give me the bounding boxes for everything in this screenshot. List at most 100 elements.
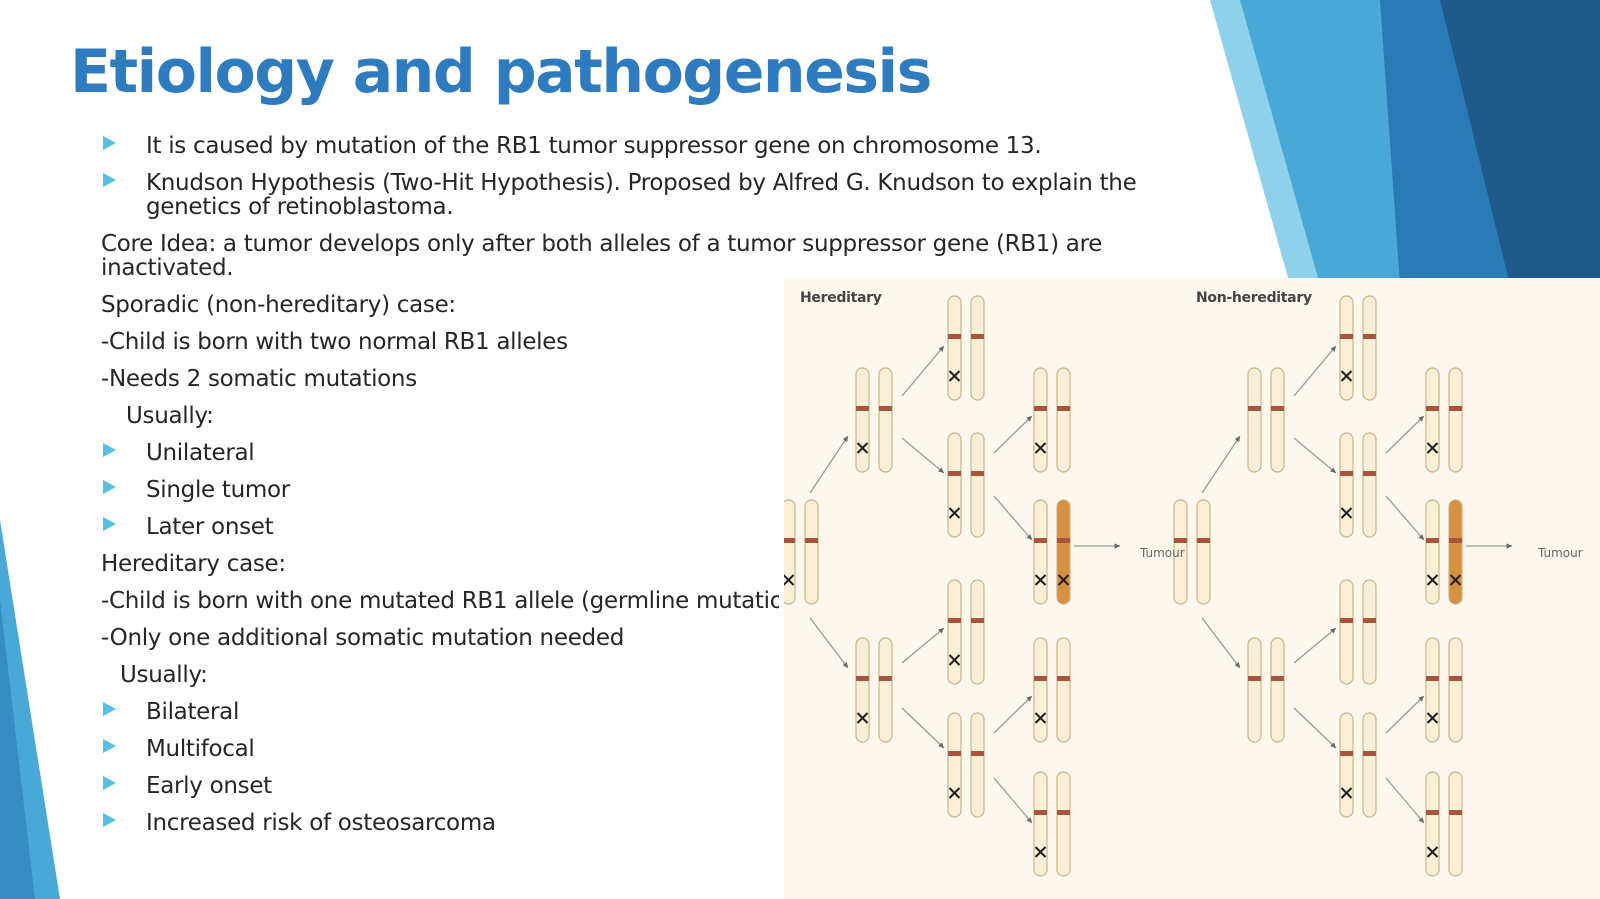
corner-decoration [1210, 0, 1600, 285]
arrow-line [1385, 695, 1425, 734]
sporadic-item: Single tumor [101, 478, 1211, 502]
arrow-line [993, 495, 1033, 541]
chromosome [1173, 499, 1188, 605]
arrow-head [1026, 817, 1032, 823]
chromosome-band [1034, 538, 1047, 543]
chromosome [784, 499, 796, 605]
hereditary-line-2: -Only one additional somatic mutation ne… [101, 625, 624, 651]
chromosome-band [879, 406, 892, 411]
chromosome [1362, 432, 1377, 538]
chromosome-band [1426, 406, 1439, 411]
arrow-head [1418, 817, 1424, 823]
bullet-arrow-icon [103, 739, 116, 753]
bullet-text: Knudson Hypothesis (Two-Hit Hypothesis).… [146, 170, 1137, 220]
chromosome [947, 579, 962, 685]
sporadic-line-1: -Child is born with two normal RB1 allel… [101, 329, 568, 355]
sporadic-item: Later onset [101, 515, 1211, 539]
hereditary-item: Increased risk of osteosarcoma [101, 811, 1211, 835]
chromosome [1362, 579, 1377, 685]
chromosome-band [1426, 810, 1439, 815]
mutation-mark [1034, 574, 1047, 586]
mutation-mark [948, 654, 961, 666]
chromosome-diagram [784, 295, 1512, 877]
bullet-arrow-icon [103, 702, 116, 716]
arrow-head [1418, 696, 1424, 702]
chromosome-band [1363, 618, 1376, 623]
mutation-mark [1449, 574, 1462, 586]
left-decoration [0, 520, 60, 899]
tumour-label-right: Tumour [1538, 546, 1583, 560]
mutation-mark [1426, 574, 1439, 586]
chromosome-band [784, 538, 795, 543]
chromosome [1448, 637, 1463, 743]
hereditary-line-1-text: -Child is born with one mutated RB1 alle… [101, 589, 779, 613]
arrow-head [1330, 628, 1336, 634]
chromosome-band [1340, 334, 1353, 339]
mutation-mark [856, 712, 869, 724]
hereditary-item: Multifocal [101, 737, 1211, 761]
chromosome [855, 637, 870, 743]
arrow-head [1506, 543, 1512, 549]
bullet-text: Unilateral [146, 440, 255, 466]
chromosome [1339, 295, 1354, 401]
chromosome [1033, 499, 1048, 605]
arrow-line [1293, 437, 1337, 474]
mutation-mark [1426, 442, 1439, 454]
chromosome-band [1363, 334, 1376, 339]
chromosome-band [971, 471, 984, 476]
sporadic-item: Unilateral [101, 441, 1211, 465]
chromosome [1448, 499, 1463, 605]
chromosome-band [1449, 676, 1462, 681]
arrow-head [1026, 534, 1032, 540]
chromosome [1339, 432, 1354, 538]
hereditary-heading: Hereditary case: [101, 551, 286, 577]
chromosome [947, 432, 962, 538]
chromosome-band [1034, 676, 1047, 681]
arrow-line [809, 435, 849, 494]
arrow-head [1114, 543, 1120, 549]
bullet-cause: It is caused by mutation of the RB1 tumo… [101, 134, 1211, 158]
mutation-mark [1034, 846, 1047, 858]
arrow-line [901, 707, 945, 749]
chromosome-band [948, 618, 961, 623]
chromosome-band [1174, 538, 1187, 543]
chromosome [1033, 637, 1048, 743]
chromosome-band [948, 471, 961, 476]
chromosome [947, 712, 962, 818]
bullet-knudson: Knudson Hypothesis (Two-Hit Hypothesis).… [101, 171, 1211, 219]
chromosome [1056, 637, 1071, 743]
chromosome-band [948, 334, 961, 339]
chromosome-band [948, 751, 961, 756]
arrow-head [842, 662, 848, 668]
chromosome-band [1057, 538, 1070, 543]
arrow-line [809, 617, 849, 669]
chromosome-band [1057, 406, 1070, 411]
chromosome [1339, 579, 1354, 685]
hereditary-item: Bilateral [101, 700, 1211, 724]
arrow-head [1330, 467, 1336, 473]
chromosome [1448, 367, 1463, 473]
mutation-mark [1057, 574, 1070, 586]
arrow-head [842, 436, 848, 442]
arrow-head [1330, 346, 1336, 352]
chromosome-band [971, 751, 984, 756]
chromosome [970, 712, 985, 818]
chromosome-band [1034, 406, 1047, 411]
chromosome-band [971, 618, 984, 623]
arrow-line [1293, 627, 1337, 664]
bullet-text: It is caused by mutation of the RB1 tumo… [146, 133, 1042, 159]
arrow-head [1234, 436, 1240, 442]
chromosome-band [1363, 751, 1376, 756]
arrow-head [938, 742, 944, 748]
hereditary-usually: Usually: [120, 662, 208, 688]
chromosome [1425, 499, 1440, 605]
arrow-line [1385, 495, 1425, 541]
chromosome-band [971, 334, 984, 339]
chromosome-band [1057, 810, 1070, 815]
chromosome [1448, 771, 1463, 877]
chromosome-band [879, 676, 892, 681]
chromosome [970, 579, 985, 685]
arrow-line [1385, 415, 1425, 454]
knudson-figure: Hereditary Non-hereditary Tumour Tumour [784, 278, 1600, 899]
sporadic-line-2: -Needs 2 somatic mutations [101, 366, 417, 392]
